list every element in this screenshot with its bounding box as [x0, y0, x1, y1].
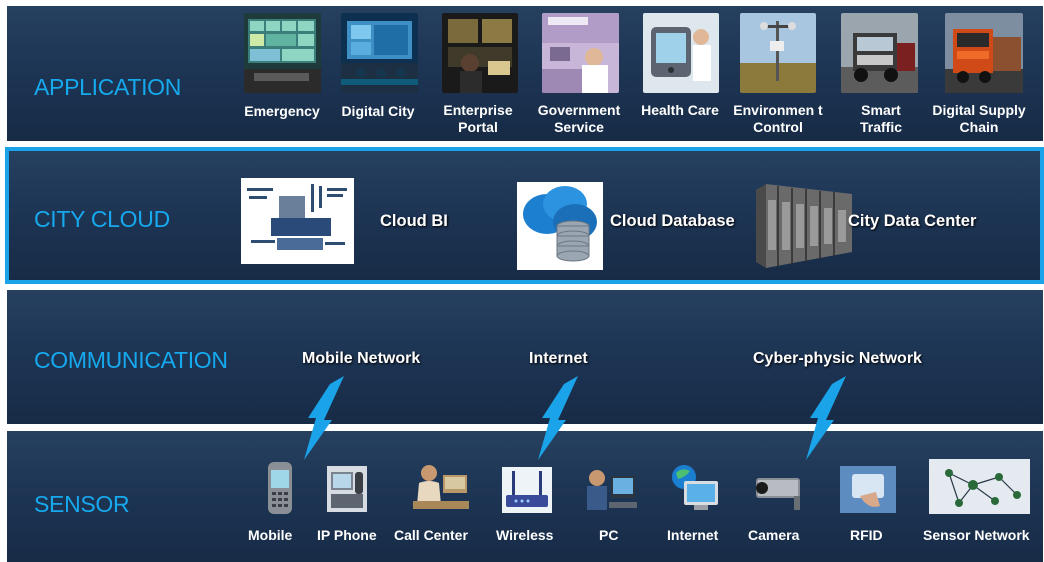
app-label-enterprise-portal: Enterprise Portal — [443, 102, 513, 135]
cloud-database-icon — [517, 182, 603, 270]
app-label-digital-city: Digital City — [341, 103, 415, 119]
sensor-label-sensor-network: Sensor Network — [923, 527, 1030, 543]
control-room-icon — [341, 13, 418, 93]
sensor-label-camera: Camera — [748, 527, 800, 543]
cloud-database-label: Cloud Database — [610, 212, 735, 230]
city-cloud-layer-title: CITY CLOUD — [34, 206, 170, 232]
ip-phone-icon — [327, 466, 367, 512]
app-label-environment-control: Environmen t Control — [733, 102, 823, 135]
application-layer-title: APPLICATION — [34, 74, 182, 100]
sensor-label-pc: PC — [599, 527, 619, 543]
pc-icon — [585, 466, 637, 514]
cyber-physic-bolt-icon — [806, 376, 846, 460]
weather-station-icon — [740, 13, 816, 93]
cargo-truck-icon — [945, 13, 1023, 93]
app-label-smart-traffic: Smart Traffic — [859, 102, 902, 135]
app-label-government-service: Government Service — [537, 102, 621, 135]
communication-layer — [7, 290, 1043, 424]
app-label-digital-supply-chain: Digital Supply Chain — [932, 102, 1026, 135]
sensor-label-internet: Internet — [667, 527, 719, 543]
camera-icon — [748, 466, 808, 512]
office-worker-icon — [442, 13, 518, 93]
truck-icon — [841, 13, 918, 93]
app-label-emergency: Emergency — [244, 103, 320, 119]
monitoring-wall-icon — [244, 13, 321, 93]
internet-network-label: Internet — [529, 350, 588, 367]
call-center-icon — [413, 461, 469, 513]
cloud-bi-label: Cloud BI — [380, 212, 448, 230]
sensor-label-rfid: RFID — [850, 527, 883, 543]
sensor-label-call-center: Call Center — [394, 527, 468, 543]
sensor-label-mobile: Mobile — [248, 527, 293, 543]
service-counter-icon — [542, 13, 619, 93]
sensor-network-icon — [929, 459, 1030, 514]
city-data-center-label: City Data Center — [848, 212, 977, 230]
sensor-label-wireless: Wireless — [496, 527, 554, 543]
communication-layer-title: COMMUNICATION — [34, 347, 228, 373]
internet-bolt-icon — [538, 376, 578, 460]
mobile-network-label: Mobile Network — [302, 350, 421, 367]
sensor-label-ip-phone: IP Phone — [317, 527, 377, 543]
mobile-phone-icon — [266, 462, 294, 514]
wireless-router-icon — [502, 467, 552, 513]
app-label-health-care: Health Care — [641, 102, 719, 118]
mobile-network-bolt-icon — [304, 376, 344, 460]
cyber-physic-network-label: Cyber-physic Network — [753, 350, 922, 367]
globe-icon — [670, 463, 720, 513]
business-intelligence-word-cloud-icon — [241, 178, 354, 264]
server-rack-icon — [756, 180, 856, 270]
sensor-layer-title: SENSOR — [34, 491, 130, 517]
health-device-icon — [643, 13, 719, 93]
rfid-icon — [840, 466, 896, 513]
